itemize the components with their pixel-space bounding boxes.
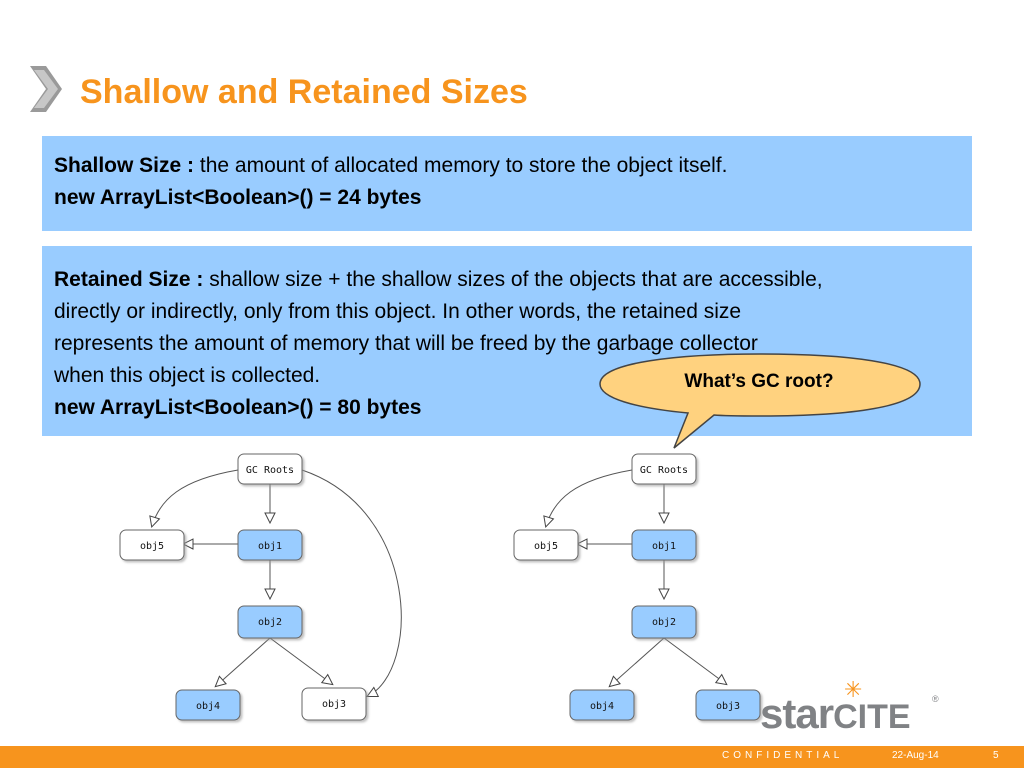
right-object-graph: GC Roots obj5 obj1 obj2 obj4 obj3 [513,453,761,721]
node-label: obj2 [258,617,282,628]
node-label: GC Roots [246,465,294,476]
starcite-logo: ✳ starCITE ® [760,677,950,737]
logo-wordmark: starCITE [760,690,911,737]
registered-mark: ® [932,694,939,704]
left-node-obj1: obj1 [237,529,303,561]
retained-size-definition: Retained Size : shallow size + the shall… [54,264,960,296]
left-node-gc-roots: GC Roots [237,453,303,485]
node-label: obj4 [590,701,614,712]
node-label: GC Roots [640,465,688,476]
retained-size-line1: shallow size + the shallow sizes of the … [203,268,823,291]
retained-size-label: Retained Size : [54,268,204,291]
node-label: obj3 [716,701,740,712]
right-node-obj1: obj1 [631,529,697,561]
left-node-obj5: obj5 [119,529,185,561]
shallow-size-definition: Shallow Size : the amount of allocated m… [54,150,960,182]
footer-page-number: 5 [993,750,999,761]
node-label: obj3 [322,699,346,710]
left-object-graph: GC Roots obj5 obj1 obj2 obj4 obj3 [119,453,402,721]
node-label: obj2 [652,617,676,628]
right-node-obj4: obj4 [569,689,635,721]
retained-size-line4: when this object is collected. [54,364,321,387]
chevron-bullet-icon [30,66,62,112]
right-node-obj3: obj3 [695,689,761,721]
left-node-obj2: obj2 [237,605,303,639]
star-icon: ✳ [844,677,863,702]
footer-bar: CONFIDENTIAL 22-Aug-14 5 [0,746,1024,768]
node-label: obj5 [140,541,164,552]
right-node-obj5: obj5 [513,529,579,561]
retained-size-line2: directly or indirectly, only from this o… [54,300,742,323]
shallow-size-box: Shallow Size : the amount of allocated m… [42,136,972,231]
shallow-size-text: the amount of allocated memory to store … [194,154,728,177]
slide-title: Shallow and Retained Sizes [80,73,528,111]
node-label: obj4 [196,701,220,712]
right-node-obj2: obj2 [631,605,697,639]
footer-confidential: CONFIDENTIAL [722,750,844,761]
callout-bubble [599,353,921,449]
callout-question: What’s GC root? [684,371,834,392]
object-graph-diagrams: GC Roots obj5 obj1 obj2 obj4 obj3 [119,453,761,721]
node-label: obj1 [652,541,676,552]
retained-size-line3: represents the amount of memory that wil… [54,332,758,355]
right-node-gc-roots: GC Roots [631,453,697,485]
shallow-size-label: Shallow Size : [54,154,195,177]
node-label: obj1 [258,541,282,552]
left-node-obj4: obj4 [175,689,241,721]
retained-size-example: new ArrayList<Boolean>() = 80 bytes [54,396,422,419]
shallow-size-example: new ArrayList<Boolean>() = 24 bytes [54,186,422,209]
left-node-obj3: obj3 [301,687,367,721]
node-label: obj5 [534,541,558,552]
footer-date: 22-Aug-14 [892,750,939,761]
